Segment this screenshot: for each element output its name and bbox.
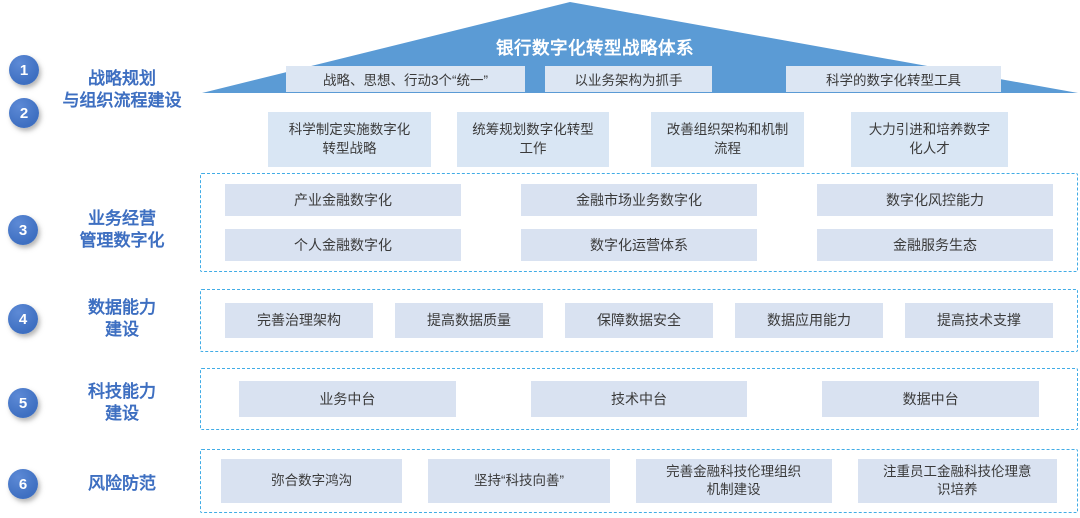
roof-chip-unify: 战略、思想、行动3个“统一” bbox=[286, 66, 525, 92]
section-label-data: 数据能力 建设 bbox=[88, 298, 156, 340]
section-label-business: 业务经营 管理数字化 bbox=[79, 209, 165, 251]
data-box-security: 保障数据安全 bbox=[565, 303, 713, 338]
step-badge-4: 4 bbox=[8, 304, 38, 334]
roof-chip-tools: 科学的数字化转型工具 bbox=[786, 66, 1001, 92]
step-badge-2: 2 bbox=[9, 98, 39, 128]
strategy-box-formulate: 科学制定实施数字化 转型战略 bbox=[268, 112, 431, 167]
diagram-title: 银行数字化转型战略体系 bbox=[496, 38, 694, 58]
strategy-box-plan: 统筹规划数字化转型 工作 bbox=[457, 112, 609, 167]
section-label-tech: 科技能力 建设 bbox=[88, 382, 156, 424]
business-box-service-ecosystem: 金融服务生态 bbox=[817, 229, 1053, 261]
data-box-governance: 完善治理架构 bbox=[225, 303, 373, 338]
step-badge-3: 3 bbox=[8, 215, 38, 245]
step-badge-5: 5 bbox=[8, 388, 38, 418]
step-badge-1: 1 bbox=[9, 55, 39, 85]
section-label-risk: 风险防范 bbox=[88, 474, 156, 493]
section-label-strategy-org: 战略规划 与组织流程建设 bbox=[62, 69, 182, 111]
business-box-industry-finance: 产业金融数字化 bbox=[225, 184, 461, 216]
tech-section-container: 业务中台 技术中台 数据中台 bbox=[200, 368, 1078, 430]
risk-section-container: 弥合数字鸿沟 坚持“科技向善” 完善金融科技伦理组织 机制建设 注重员工金融科技… bbox=[200, 449, 1078, 513]
risk-box-ethics-awareness: 注重员工金融科技伦理意 识培养 bbox=[857, 459, 1057, 503]
risk-box-ethics-mechanism: 完善金融科技伦理组织 机制建设 bbox=[635, 459, 832, 503]
business-box-digital-operations: 数字化运营体系 bbox=[521, 229, 757, 261]
business-box-personal-finance: 个人金融数字化 bbox=[225, 229, 461, 261]
data-box-quality: 提高数据质量 bbox=[395, 303, 543, 338]
step-badge-6: 6 bbox=[8, 469, 38, 499]
data-box-tech-support: 提高技术支撑 bbox=[905, 303, 1053, 338]
data-box-application: 数据应用能力 bbox=[735, 303, 883, 338]
data-section-container: 完善治理架构 提高数据质量 保障数据安全 数据应用能力 提高技术支撑 bbox=[200, 289, 1078, 352]
business-box-risk-control: 数字化风控能力 bbox=[817, 184, 1053, 216]
business-box-financial-markets: 金融市场业务数字化 bbox=[521, 184, 757, 216]
roof-chip-architecture: 以业务架构为抓手 bbox=[545, 66, 712, 92]
business-section-container: 产业金融数字化 金融市场业务数字化 数字化风控能力 个人金融数字化 数字化运营体… bbox=[200, 173, 1078, 272]
strategy-box-org: 改善组织架构和机制 流程 bbox=[651, 112, 804, 167]
risk-box-tech-for-good: 坚持“科技向善” bbox=[428, 459, 610, 503]
risk-box-digital-divide: 弥合数字鸿沟 bbox=[221, 459, 403, 503]
tech-box-data-middle-platform: 数据中台 bbox=[822, 381, 1039, 417]
tech-box-business-middle-platform: 业务中台 bbox=[239, 381, 456, 417]
tech-box-technology-middle-platform: 技术中台 bbox=[530, 381, 748, 417]
strategy-box-talent: 大力引进和培养数字 化人才 bbox=[851, 112, 1008, 167]
